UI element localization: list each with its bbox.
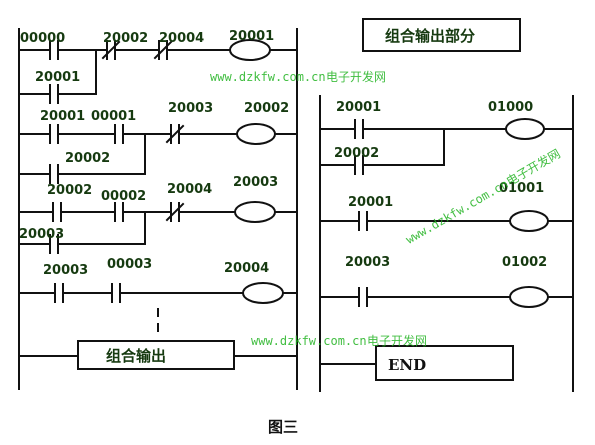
- contact-label: 20003: [168, 101, 213, 116]
- contact-label: 20001: [40, 109, 85, 124]
- coil-label: 20001: [229, 29, 274, 44]
- watermark-url: www.dzkfw.com.cn: [403, 177, 510, 247]
- coil-label: 20002: [244, 101, 289, 116]
- coil-label: 01002: [502, 255, 547, 270]
- rung-2: 20001 00001 20002 20003 20002: [18, 101, 298, 184]
- end-label: END: [388, 356, 426, 374]
- contact-label: 20003: [345, 255, 390, 270]
- watermark-name: 电子开发网: [367, 333, 427, 348]
- rung-3: 20002 00002 20003 20004 20003: [18, 175, 298, 254]
- contact-label: 20004: [167, 182, 212, 197]
- coil-label: 01000: [488, 100, 533, 115]
- combined-output-block: 组合输出: [18, 340, 298, 370]
- combined-output-label: 组合输出: [106, 347, 166, 365]
- rung-c: 20003 01002: [319, 255, 574, 308]
- watermark-url: www.dzkfw.com.cn: [251, 334, 367, 348]
- rung-b: 20001 01001: [319, 181, 574, 232]
- contact-label: 20003: [43, 263, 88, 278]
- contact-label: 00002: [101, 189, 146, 204]
- rung-1: 00000 20001 20002 20004 20001: [18, 29, 298, 104]
- contact-label: 20002: [47, 183, 92, 198]
- contact-label: 20003: [19, 227, 64, 242]
- watermark-name: 电子开发网: [326, 69, 386, 84]
- watermark-1: www.dzkfw.com.cn 电子开发网: [210, 69, 386, 84]
- figure-caption: 图三: [268, 418, 298, 436]
- contact-label: 20002: [334, 146, 379, 161]
- coil-label: 01001: [499, 181, 544, 196]
- rung-a: 20001 20002 01000: [319, 100, 574, 175]
- contact-label: 00001: [91, 109, 136, 124]
- end-block: END: [319, 345, 514, 381]
- title-box: 组合输出部分: [362, 18, 521, 52]
- contact-label: 20001: [348, 195, 393, 210]
- contact-label: 20004: [159, 31, 204, 46]
- contact-label: 20001: [336, 100, 381, 115]
- contact-label: 20002: [65, 151, 110, 166]
- coil-label: 20004: [224, 261, 269, 276]
- watermark-url: www.dzkfw.com.cn: [210, 70, 326, 84]
- section-title: 组合输出部分: [385, 27, 475, 45]
- contact-label: 00000: [20, 31, 65, 46]
- coil-label: 20003: [233, 175, 278, 190]
- contact-label: 20001: [35, 70, 80, 85]
- watermark-2: www.dzkfw.com.cn 电子开发网: [403, 146, 562, 247]
- contact-label: 00003: [107, 257, 152, 272]
- rung-4: 20003 00003 20004: [18, 257, 298, 304]
- left-ladder: 00000 20001 20002 20004 20001: [18, 28, 298, 390]
- watermark-3: www.dzkfw.com.cn 电子开发网: [251, 333, 427, 348]
- right-ladder: 组合输出部分 20001 20002 01000: [319, 18, 574, 392]
- contact-label: 20002: [103, 31, 148, 46]
